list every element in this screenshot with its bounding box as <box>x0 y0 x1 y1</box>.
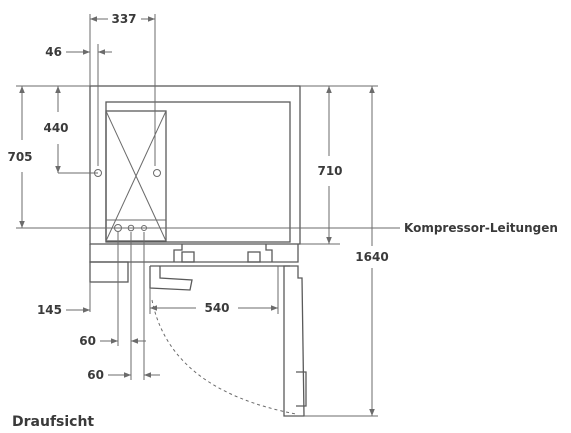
label-60-upper: 60 <box>79 334 96 348</box>
label-1640: 1640 <box>355 250 388 264</box>
label-60-lower: 60 <box>87 368 104 382</box>
compressor-box <box>105 110 167 242</box>
label-46: 46 <box>45 45 62 59</box>
label-705: 705 <box>7 150 32 164</box>
label-440: 440 <box>43 121 68 135</box>
label-kompressor-leitungen: Kompressor-Leitungen <box>404 221 558 235</box>
inner-chamber <box>105 101 291 243</box>
door-swing-arc <box>151 299 297 415</box>
mount-hole-right <box>153 169 161 177</box>
compressor-cross-2 <box>105 110 167 242</box>
dimension-labels: 337 46 440 705 710 1640 Kompressor-Leitu… <box>7 12 557 430</box>
front-badge-right <box>247 251 261 263</box>
label-540: 540 <box>204 301 229 315</box>
front-handle-recess <box>173 244 273 262</box>
dimension-lines <box>16 14 400 417</box>
cabinet-outline <box>89 85 301 245</box>
front-badge-left <box>181 251 195 263</box>
door-handle <box>296 371 307 407</box>
label-710: 710 <box>317 164 342 178</box>
door-hinge-bracket <box>149 266 193 291</box>
door-panel-open <box>283 265 305 417</box>
base-foot-left <box>89 261 129 283</box>
view-title: Draufsicht <box>12 414 94 430</box>
label-337: 337 <box>111 12 136 26</box>
appliance-body <box>89 85 307 417</box>
label-145: 145 <box>37 303 62 317</box>
